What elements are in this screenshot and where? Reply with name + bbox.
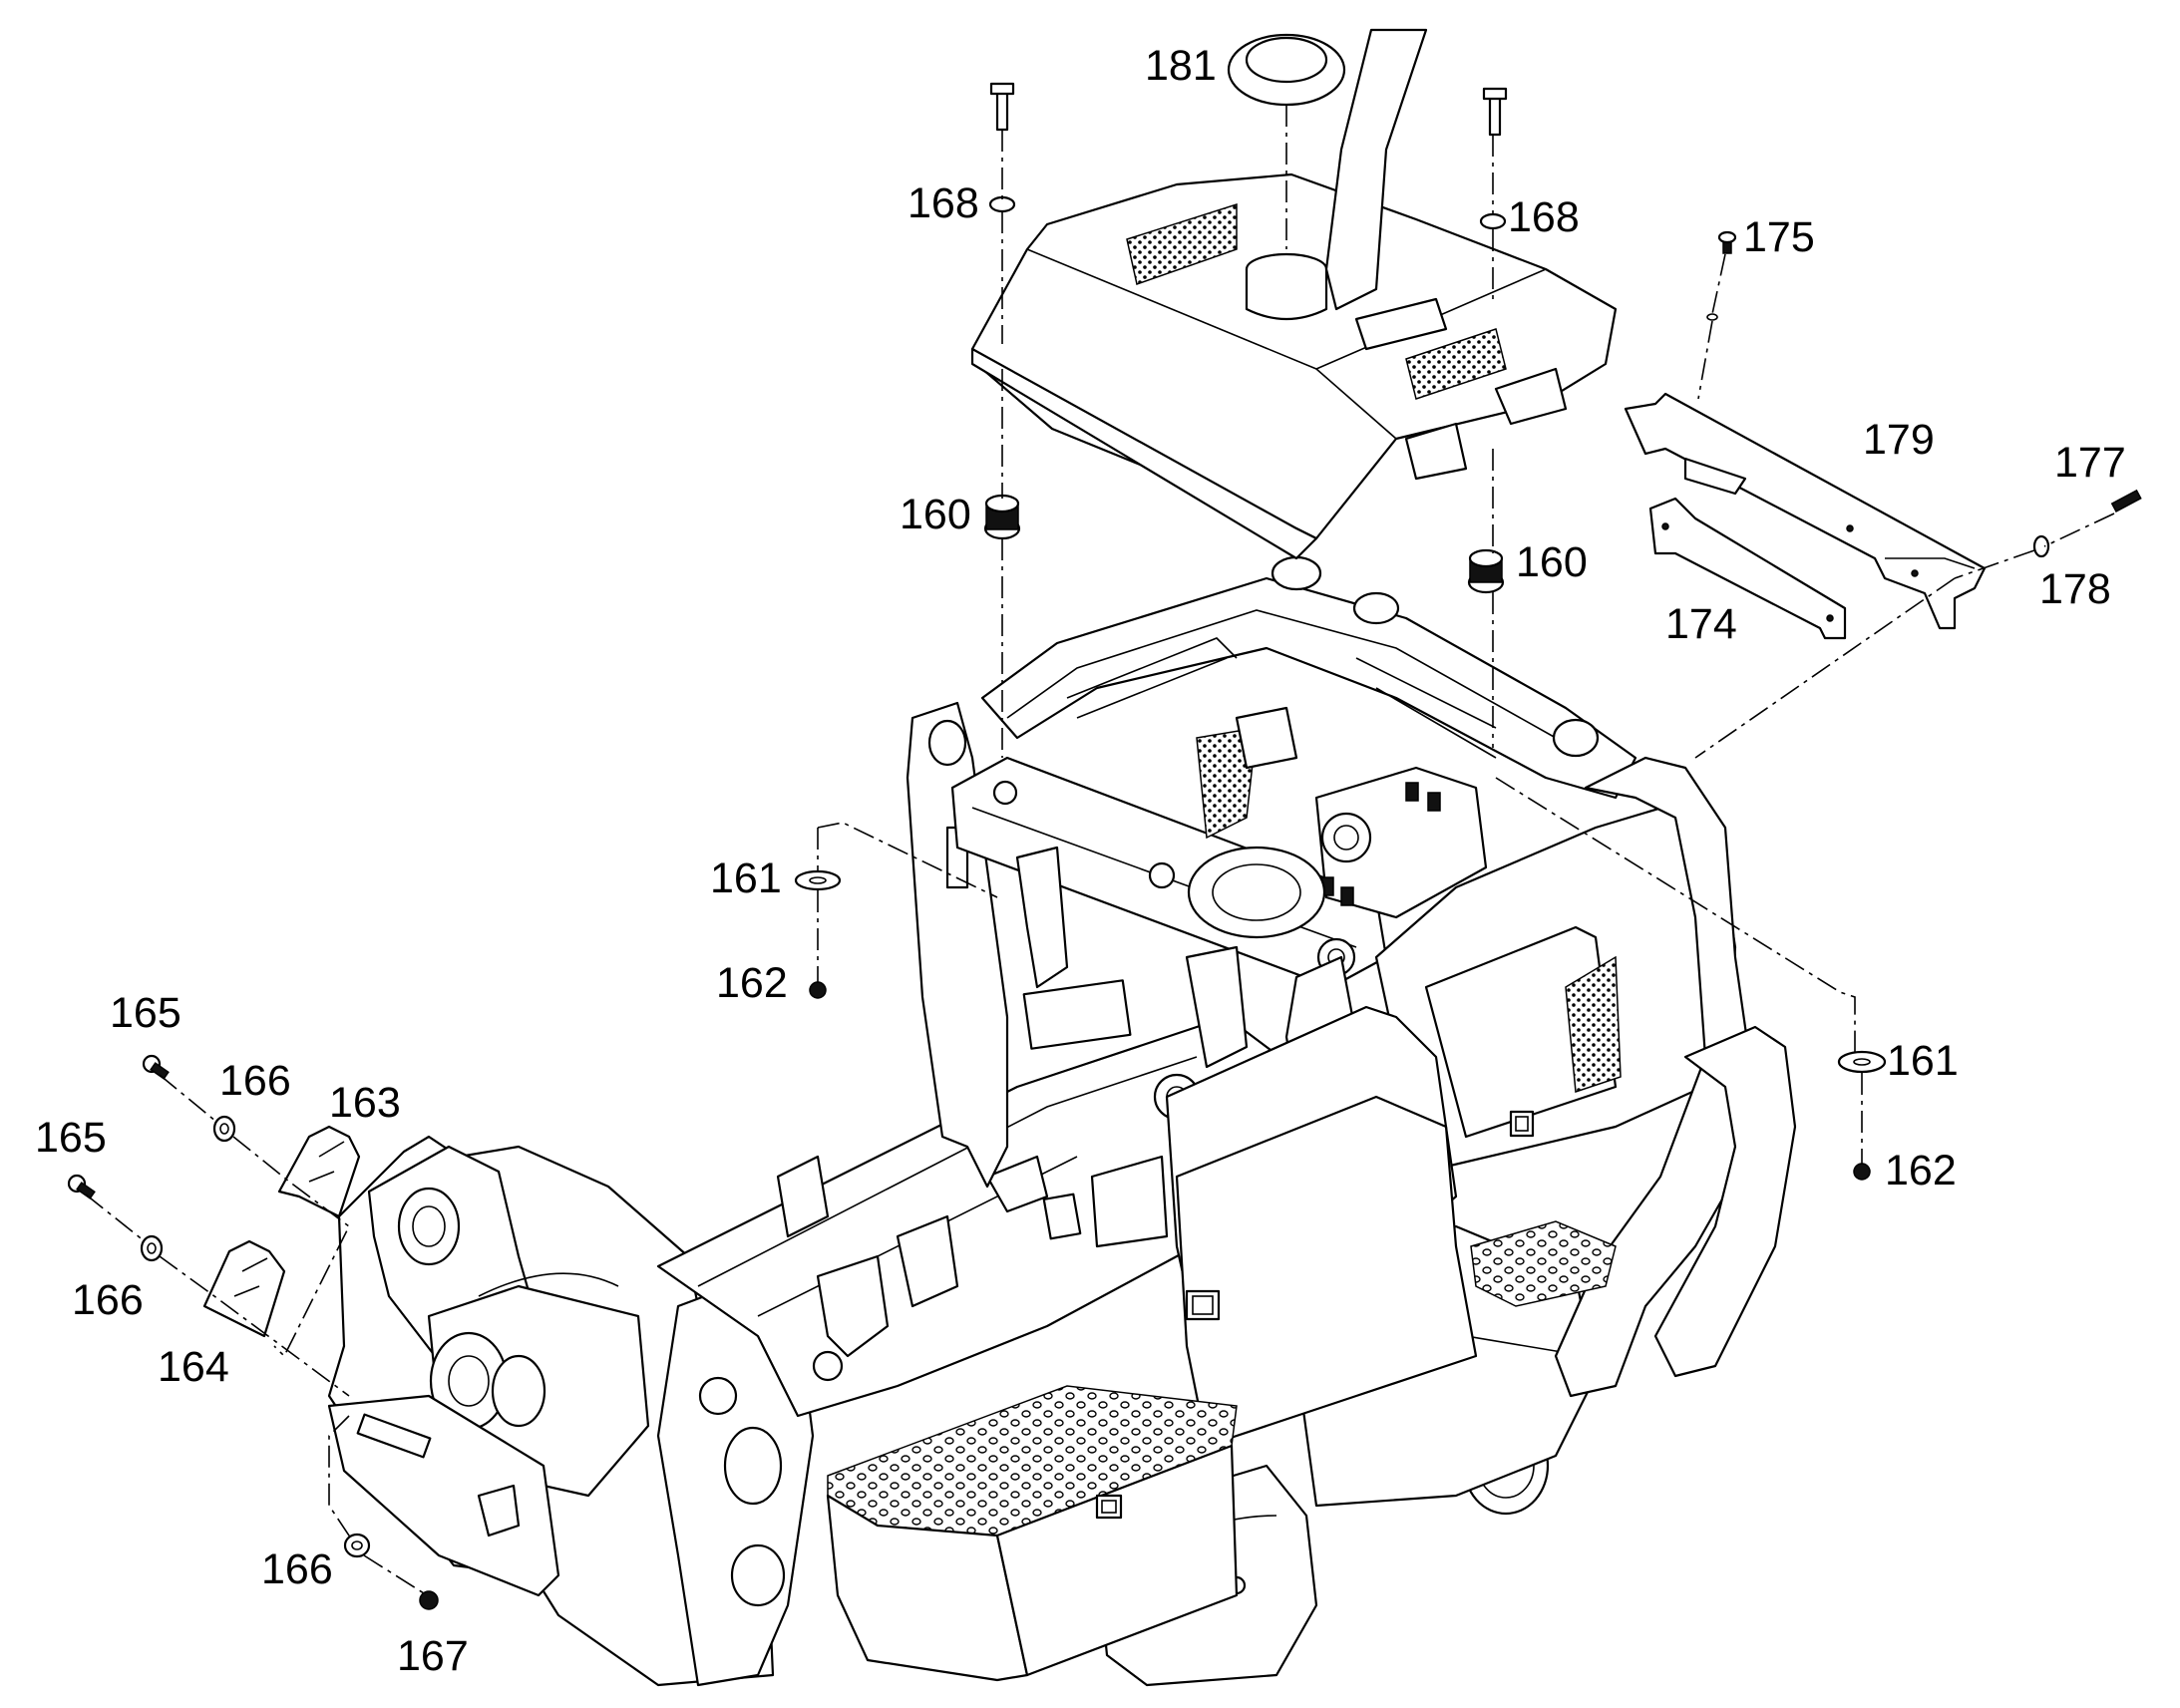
- hydraulic-pump-ring: [1187, 846, 1326, 939]
- hydraulic-valve-block: [1314, 766, 1488, 919]
- cab-front-panel: [1175, 1095, 1478, 1448]
- callout-labels: 181 168 168 175 179 177 178 174 160 160 …: [35, 42, 2126, 1680]
- callout-160-right: 160: [1516, 538, 1588, 586]
- callout-168-left: 168: [908, 179, 979, 227]
- part-168-bolt-right: [1482, 87, 1508, 137]
- front-step: [826, 1385, 1239, 1682]
- callout-167: 167: [397, 1632, 469, 1680]
- callout-162-right: 162: [1885, 1147, 1957, 1195]
- part-161-washer-left: [794, 869, 842, 891]
- callout-168-right: 168: [1508, 193, 1580, 241]
- leader-lines: [85, 105, 2115, 1594]
- callout-181: 181: [1145, 42, 1217, 90]
- hinge-plates: [202, 1125, 361, 1338]
- rear-fender-right: [1653, 1025, 1797, 1378]
- step-plate-right: [1470, 1220, 1617, 1307]
- part-177-bolt: [2110, 489, 2142, 513]
- rear-body: [1090, 756, 1797, 1448]
- part-168-washer-left: [988, 195, 1016, 213]
- part-163-hinge: [277, 1125, 361, 1218]
- top-rail-ring: [980, 576, 1637, 800]
- part-162-nut-right: [1853, 1163, 1871, 1181]
- part-168-bolt-left: [989, 82, 1015, 132]
- callout-166-bottom: 166: [261, 1545, 333, 1593]
- front-plate: [327, 1394, 560, 1597]
- part-167-nut: [419, 1590, 439, 1610]
- part-162-nut-left: [809, 981, 827, 999]
- callout-178: 178: [2039, 565, 2111, 613]
- pivot-bushing-left: [397, 1187, 461, 1266]
- callout-177: 177: [2054, 439, 2126, 487]
- callout-162-left: 162: [716, 959, 788, 1007]
- part-165-bolt-bottom: [67, 1174, 96, 1199]
- fasteners: [67, 33, 2142, 1610]
- exhaust-pipe: [1324, 28, 1428, 311]
- part-178-washer: [2032, 534, 2050, 558]
- part-160-grommet-left: [983, 494, 1021, 540]
- panels-179-174: [1624, 392, 1987, 640]
- callout-165-top: 165: [110, 989, 182, 1037]
- part-161-washer-right: [1837, 1050, 1887, 1074]
- step-box: [826, 1494, 1029, 1682]
- roof-cover: [970, 28, 1618, 560]
- part-174-bracket: [1648, 497, 1847, 640]
- callout-160-left: 160: [900, 491, 971, 538]
- part-160-grommet-right: [1467, 548, 1505, 594]
- callout-163: 163: [329, 1079, 401, 1127]
- part-164-hinge: [202, 1239, 286, 1338]
- part-166-washer-mid: [140, 1234, 164, 1262]
- left-upright-post: [906, 701, 1009, 1189]
- upper-frame: [906, 555, 1637, 1240]
- callout-161-right: 161: [1887, 1037, 1959, 1085]
- callout-164: 164: [158, 1343, 229, 1391]
- part-165-bolt-top: [142, 1054, 170, 1080]
- callout-179: 179: [1863, 416, 1935, 464]
- right-grab-rail: [1554, 756, 1757, 1398]
- part-166-washer-bottom: [343, 1533, 371, 1558]
- part-168-washer-right: [1479, 212, 1507, 230]
- callout-175: 175: [1743, 213, 1815, 261]
- callout-165-bottom: 165: [35, 1114, 107, 1162]
- callout-161-left: 161: [710, 854, 782, 902]
- frame-floor: [656, 1015, 1308, 1418]
- part-166-washer-top: [212, 1115, 236, 1143]
- callout-166-mid: 166: [72, 1276, 144, 1324]
- part-175-screw: [1706, 230, 1737, 321]
- callout-166-top: 166: [219, 1057, 291, 1105]
- callout-174: 174: [1665, 600, 1737, 648]
